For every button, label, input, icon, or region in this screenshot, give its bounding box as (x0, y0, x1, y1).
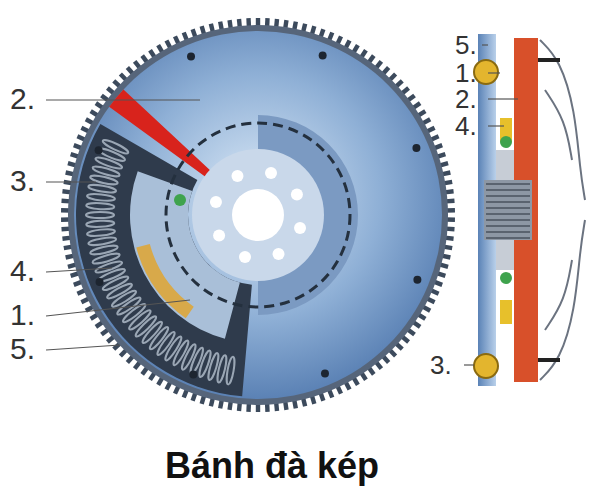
callout-number: 3. (10, 166, 35, 196)
leader-line (488, 125, 504, 126)
rim-hole (96, 278, 104, 286)
spline (486, 213, 530, 215)
spring-section (474, 354, 498, 378)
leader-line (46, 181, 96, 182)
section-cut (109, 90, 214, 180)
rim-hole (412, 144, 420, 152)
primary-mass (74, 31, 442, 399)
arc-spring (86, 220, 114, 228)
caption: Bánh đà kép (165, 446, 379, 486)
leader-line (488, 98, 518, 99)
bearing-section (500, 272, 512, 284)
spring-section (474, 60, 498, 84)
spline (486, 237, 530, 239)
bolt-hole (239, 251, 251, 263)
bolt-hole (231, 170, 243, 182)
center-bore (232, 189, 284, 241)
arc-spring (92, 165, 121, 178)
rim-hole (189, 370, 197, 378)
bolt-hole (213, 230, 225, 242)
spline (486, 189, 530, 191)
slot-ring (166, 123, 350, 307)
rim-hole (187, 53, 195, 61)
bolt-hole (210, 196, 222, 208)
clutch-cover (545, 90, 572, 160)
spline (486, 183, 530, 185)
spline-hub (484, 180, 532, 240)
leader-line (46, 300, 190, 316)
callout-number: 1. (455, 60, 477, 86)
arc-spring (102, 138, 130, 156)
leader-line (46, 345, 120, 350)
callout-number: 4. (455, 113, 477, 139)
arc-spring (87, 193, 115, 202)
rim-hole (321, 369, 329, 377)
bolt (538, 58, 560, 62)
rim-hole (413, 276, 421, 284)
spline (486, 231, 530, 233)
bolt-hole (265, 167, 277, 179)
hub (192, 149, 324, 281)
arc-spring (87, 228, 115, 237)
leader-line (46, 99, 200, 100)
ring-gear (68, 25, 448, 405)
rim-hole (319, 52, 327, 60)
spline (486, 225, 530, 227)
rim-hole (95, 146, 103, 154)
callout-number: 1. (10, 300, 35, 330)
flange-section (500, 300, 512, 324)
arc-spring (86, 212, 114, 218)
callout-number: 2. (10, 84, 35, 114)
bearing-section (500, 136, 512, 148)
bolt (538, 358, 560, 362)
callout-number: 3. (430, 352, 452, 378)
bolt-hole (294, 222, 306, 234)
callout-number: 2. (455, 86, 477, 112)
arc-spring (86, 202, 114, 210)
leader-line (482, 44, 488, 45)
bolt-hole (291, 188, 303, 200)
callout-number: 5. (10, 334, 35, 364)
clutch-cover (545, 260, 572, 330)
clutch-cover (540, 40, 585, 200)
leader-line (46, 268, 112, 272)
clutch-cover (540, 220, 585, 380)
spline (486, 219, 530, 221)
callout-number: 4. (10, 256, 35, 286)
callout-number: 5. (455, 32, 477, 58)
spline (486, 195, 530, 197)
arc-spring (95, 156, 123, 171)
bearing (174, 194, 186, 206)
bolt-hole (273, 248, 285, 260)
spline (486, 201, 530, 203)
leader-line (464, 364, 474, 365)
spline (486, 207, 530, 209)
arc-spring (88, 236, 117, 247)
arc-spring (207, 352, 221, 381)
leader-line (488, 72, 500, 73)
